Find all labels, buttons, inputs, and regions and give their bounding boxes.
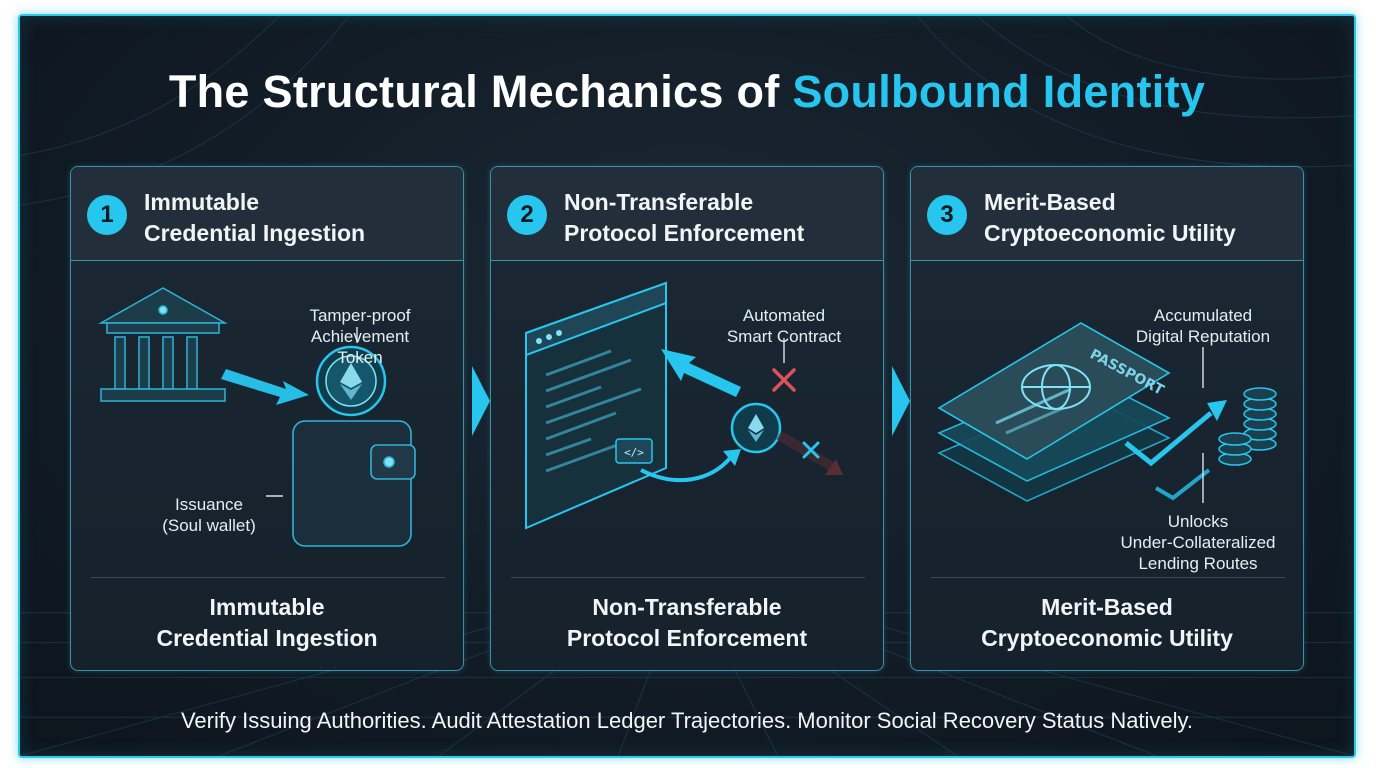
- step-number-badge: 3: [927, 195, 967, 235]
- issuance-arrow-icon: [221, 369, 309, 405]
- blocked-transfer-arrow-icon: [661, 349, 741, 397]
- panel-title-line2: Credential Ingestion: [144, 220, 366, 246]
- footer-tagline: Verify Issuing Authorities. Audit Attest…: [180, 708, 1194, 733]
- panel-illustration: </>: [525, 281, 843, 530]
- digital-reputation-label: Accumulated Digital Reputation: [1123, 305, 1283, 347]
- chevron-right-icon: [892, 366, 910, 436]
- panel-caption: Merit-Based Cryptoeconomic Utility: [911, 592, 1303, 654]
- panel-title-line2: Cryptoeconomic Utility: [984, 220, 1236, 246]
- infographic-frame: The Structural Mechanics of Soulbound Id…: [18, 14, 1356, 758]
- label-line: Achievement: [310, 327, 410, 346]
- panel-divider: [511, 577, 865, 578]
- reject-x-icon: [772, 368, 796, 392]
- globe-icon: [1021, 364, 1091, 410]
- label-line: Digital Reputation: [1135, 327, 1271, 346]
- label-line: Smart Contract: [726, 327, 842, 346]
- panel-title-line1: Immutable: [144, 189, 260, 215]
- lending-routes-label: Unlocks Under-Collateralized Lending Rou…: [1103, 511, 1293, 574]
- institution-building-icon: [98, 287, 228, 402]
- label-line: Automated: [742, 306, 826, 325]
- panel-illustration: [98, 287, 416, 547]
- ethereum-token-icon: [315, 345, 387, 417]
- passport-stack-icon: [937, 322, 1171, 502]
- panel-title: Merit-Based Cryptoeconomic Utility: [984, 187, 1294, 249]
- coin-stack-icon: [1218, 387, 1277, 466]
- ethereum-token-icon: [730, 402, 782, 454]
- caption-line1: Non-Transferable: [592, 594, 782, 620]
- panel-header: 2 Non-Transferable Protocol Enforcement: [491, 167, 883, 261]
- return-arrow: [640, 455, 733, 483]
- panel-caption: Non-Transferable Protocol Enforcement: [491, 592, 883, 654]
- label-line: Under-Collateralized: [1120, 533, 1276, 552]
- title-accent: Soulbound Identity: [792, 66, 1206, 117]
- chevron-right-icon: [472, 366, 490, 436]
- panel-protocol-enforcement: 2 Non-Transferable Protocol Enforcement: [490, 166, 884, 671]
- panel-credential-ingestion: 1 Immutable Credential Ingestion: [70, 166, 464, 671]
- panel-title: Immutable Credential Ingestion: [144, 187, 454, 249]
- panel-title: Non-Transferable Protocol Enforcement: [564, 187, 874, 249]
- panel-caption: Immutable Credential Ingestion: [71, 592, 463, 654]
- panel-divider: [91, 577, 445, 578]
- growth-arrow-icon: [1124, 400, 1227, 501]
- code-tag-text: </>: [624, 446, 644, 459]
- tamper-proof-token-label: Tamper-proof Achievement Token: [285, 305, 435, 368]
- label-line: Tamper-proof: [309, 306, 411, 325]
- issuance-label: Issuance (Soul wallet): [139, 494, 279, 536]
- panel-illustration: PASSPORT: [937, 322, 1277, 503]
- step-number-badge: 1: [87, 195, 127, 235]
- panel-title-line1: Merit-Based: [984, 189, 1116, 215]
- panel-title-line1: Non-Transferable: [564, 189, 754, 215]
- code-tag-box: [615, 438, 653, 464]
- title-main: The Structural Mechanics of: [168, 66, 793, 117]
- panel-header: 3 Merit-Based Cryptoeconomic Utility: [911, 167, 1303, 261]
- blocked-x-icon: [802, 441, 820, 459]
- step-number-badge: 2: [507, 195, 547, 235]
- label-line: Issuance: [174, 495, 244, 514]
- wallet-icon: [292, 420, 416, 547]
- label-line: Token: [337, 348, 383, 367]
- panel-cryptoeconomic-utility: 3 Merit-Based Cryptoeconomic Utility PAS…: [910, 166, 1304, 671]
- caption-line1: Merit-Based: [1041, 594, 1173, 620]
- panel-divider: [931, 577, 1285, 578]
- label-line: Unlocks: [1167, 512, 1229, 531]
- caption-line2: Credential Ingestion: [156, 625, 378, 651]
- caption-line2: Protocol Enforcement: [566, 625, 808, 651]
- panel-header: 1 Immutable Credential Ingestion: [71, 167, 463, 261]
- label-line: Accumulated: [1153, 306, 1253, 325]
- caption-line2: Cryptoeconomic Utility: [981, 625, 1233, 651]
- smart-contract-label: Automated Smart Contract: [709, 305, 859, 347]
- panel-title-line2: Protocol Enforcement: [564, 220, 805, 246]
- caption-line1: Immutable: [209, 594, 325, 620]
- label-line: (Soul wallet): [162, 516, 256, 535]
- page-title: The Structural Mechanics of Soulbound Id…: [20, 66, 1354, 118]
- label-line: Lending Routes: [1138, 554, 1258, 573]
